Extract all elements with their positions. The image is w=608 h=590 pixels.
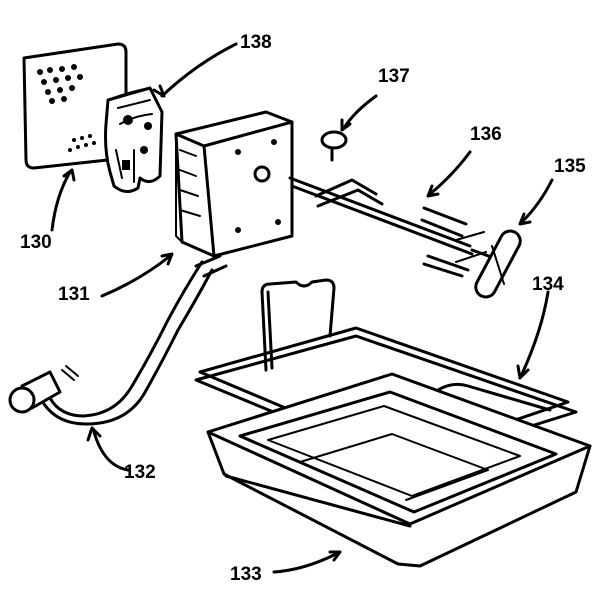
power-cord-132	[8, 254, 228, 426]
spit-rod-136	[288, 176, 487, 278]
leader-136	[428, 150, 472, 196]
screw-137	[320, 130, 348, 162]
handle-135	[470, 229, 522, 299]
callout-135: 135	[554, 156, 586, 177]
leader-131	[100, 254, 172, 298]
leader-135	[520, 178, 554, 224]
callout-134: 134	[532, 274, 564, 295]
callout-133: 133	[230, 564, 262, 585]
motor-box-131	[174, 110, 294, 258]
leader-138	[160, 42, 238, 98]
leader-132	[92, 430, 130, 472]
callout-leaders	[50, 42, 554, 574]
leader-133	[272, 552, 338, 574]
bracket-138	[104, 86, 164, 193]
callout-137: 137	[378, 66, 410, 87]
callout-138: 138	[240, 32, 272, 53]
leader-130	[50, 170, 72, 232]
callout-131: 131	[58, 284, 90, 305]
callout-136: 136	[470, 124, 502, 145]
drip-pan-133	[206, 372, 592, 568]
callout-130: 130	[20, 232, 52, 253]
callout-132: 132	[124, 462, 156, 483]
leader-134	[520, 290, 550, 376]
